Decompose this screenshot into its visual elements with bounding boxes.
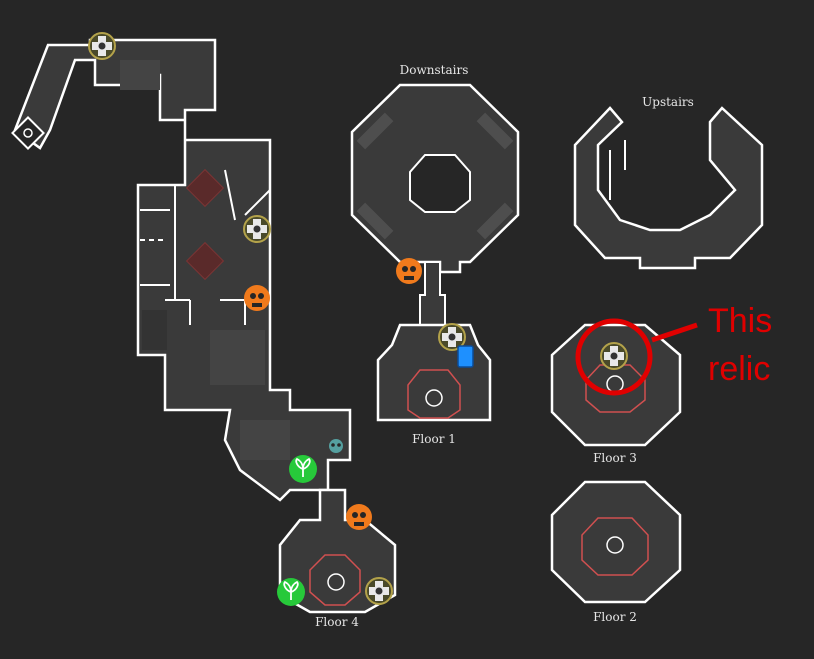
plant-icon[interactable] — [277, 578, 305, 606]
relic-icon[interactable] — [438, 323, 466, 351]
upstairs-area: Upstairs — [573, 95, 764, 270]
elevator-icon — [425, 389, 443, 407]
plant-icon[interactable] — [289, 455, 317, 483]
relic-icon[interactable] — [365, 577, 393, 605]
relic-icon[interactable] — [243, 215, 271, 243]
annotation: This relic — [575, 302, 772, 396]
floor1-label: Floor 1 — [412, 432, 456, 446]
elevator-icon — [11, 116, 45, 150]
floor2-area: Floor 2 — [550, 480, 682, 624]
west-building — [11, 38, 352, 502]
elevator-icon — [606, 536, 624, 554]
west-building-floor — [13, 38, 352, 502]
upstairs-label: Upstairs — [642, 95, 694, 109]
relic-icon[interactable] — [88, 32, 116, 60]
elevator-icon — [327, 573, 345, 591]
floor1-area: Floor 1 — [376, 323, 492, 446]
hazard-icon — [185, 241, 225, 281]
floor4-area: Floor 4 — [278, 488, 397, 629]
relic-icon[interactable] — [600, 342, 628, 370]
annotation-text-line1: This — [708, 302, 772, 340]
hazard-icon — [185, 168, 225, 208]
annotation-text-line2: relic — [708, 350, 770, 388]
annotation-circle — [575, 318, 653, 396]
skull-enemy-icon[interactable] — [396, 258, 422, 284]
door-marker-icon[interactable] — [457, 345, 474, 368]
floor2-label: Floor 2 — [593, 610, 637, 624]
annotation-pointer — [651, 322, 698, 343]
downstairs-area: Downstairs — [350, 63, 520, 274]
floor4-label: Floor 4 — [315, 615, 359, 629]
floor3-label: Floor 3 — [593, 451, 637, 465]
skull-enemy-icon[interactable] — [244, 285, 270, 311]
downstairs-label: Downstairs — [400, 63, 469, 77]
mask-icon[interactable] — [329, 439, 343, 453]
skull-enemy-icon[interactable] — [346, 504, 372, 530]
